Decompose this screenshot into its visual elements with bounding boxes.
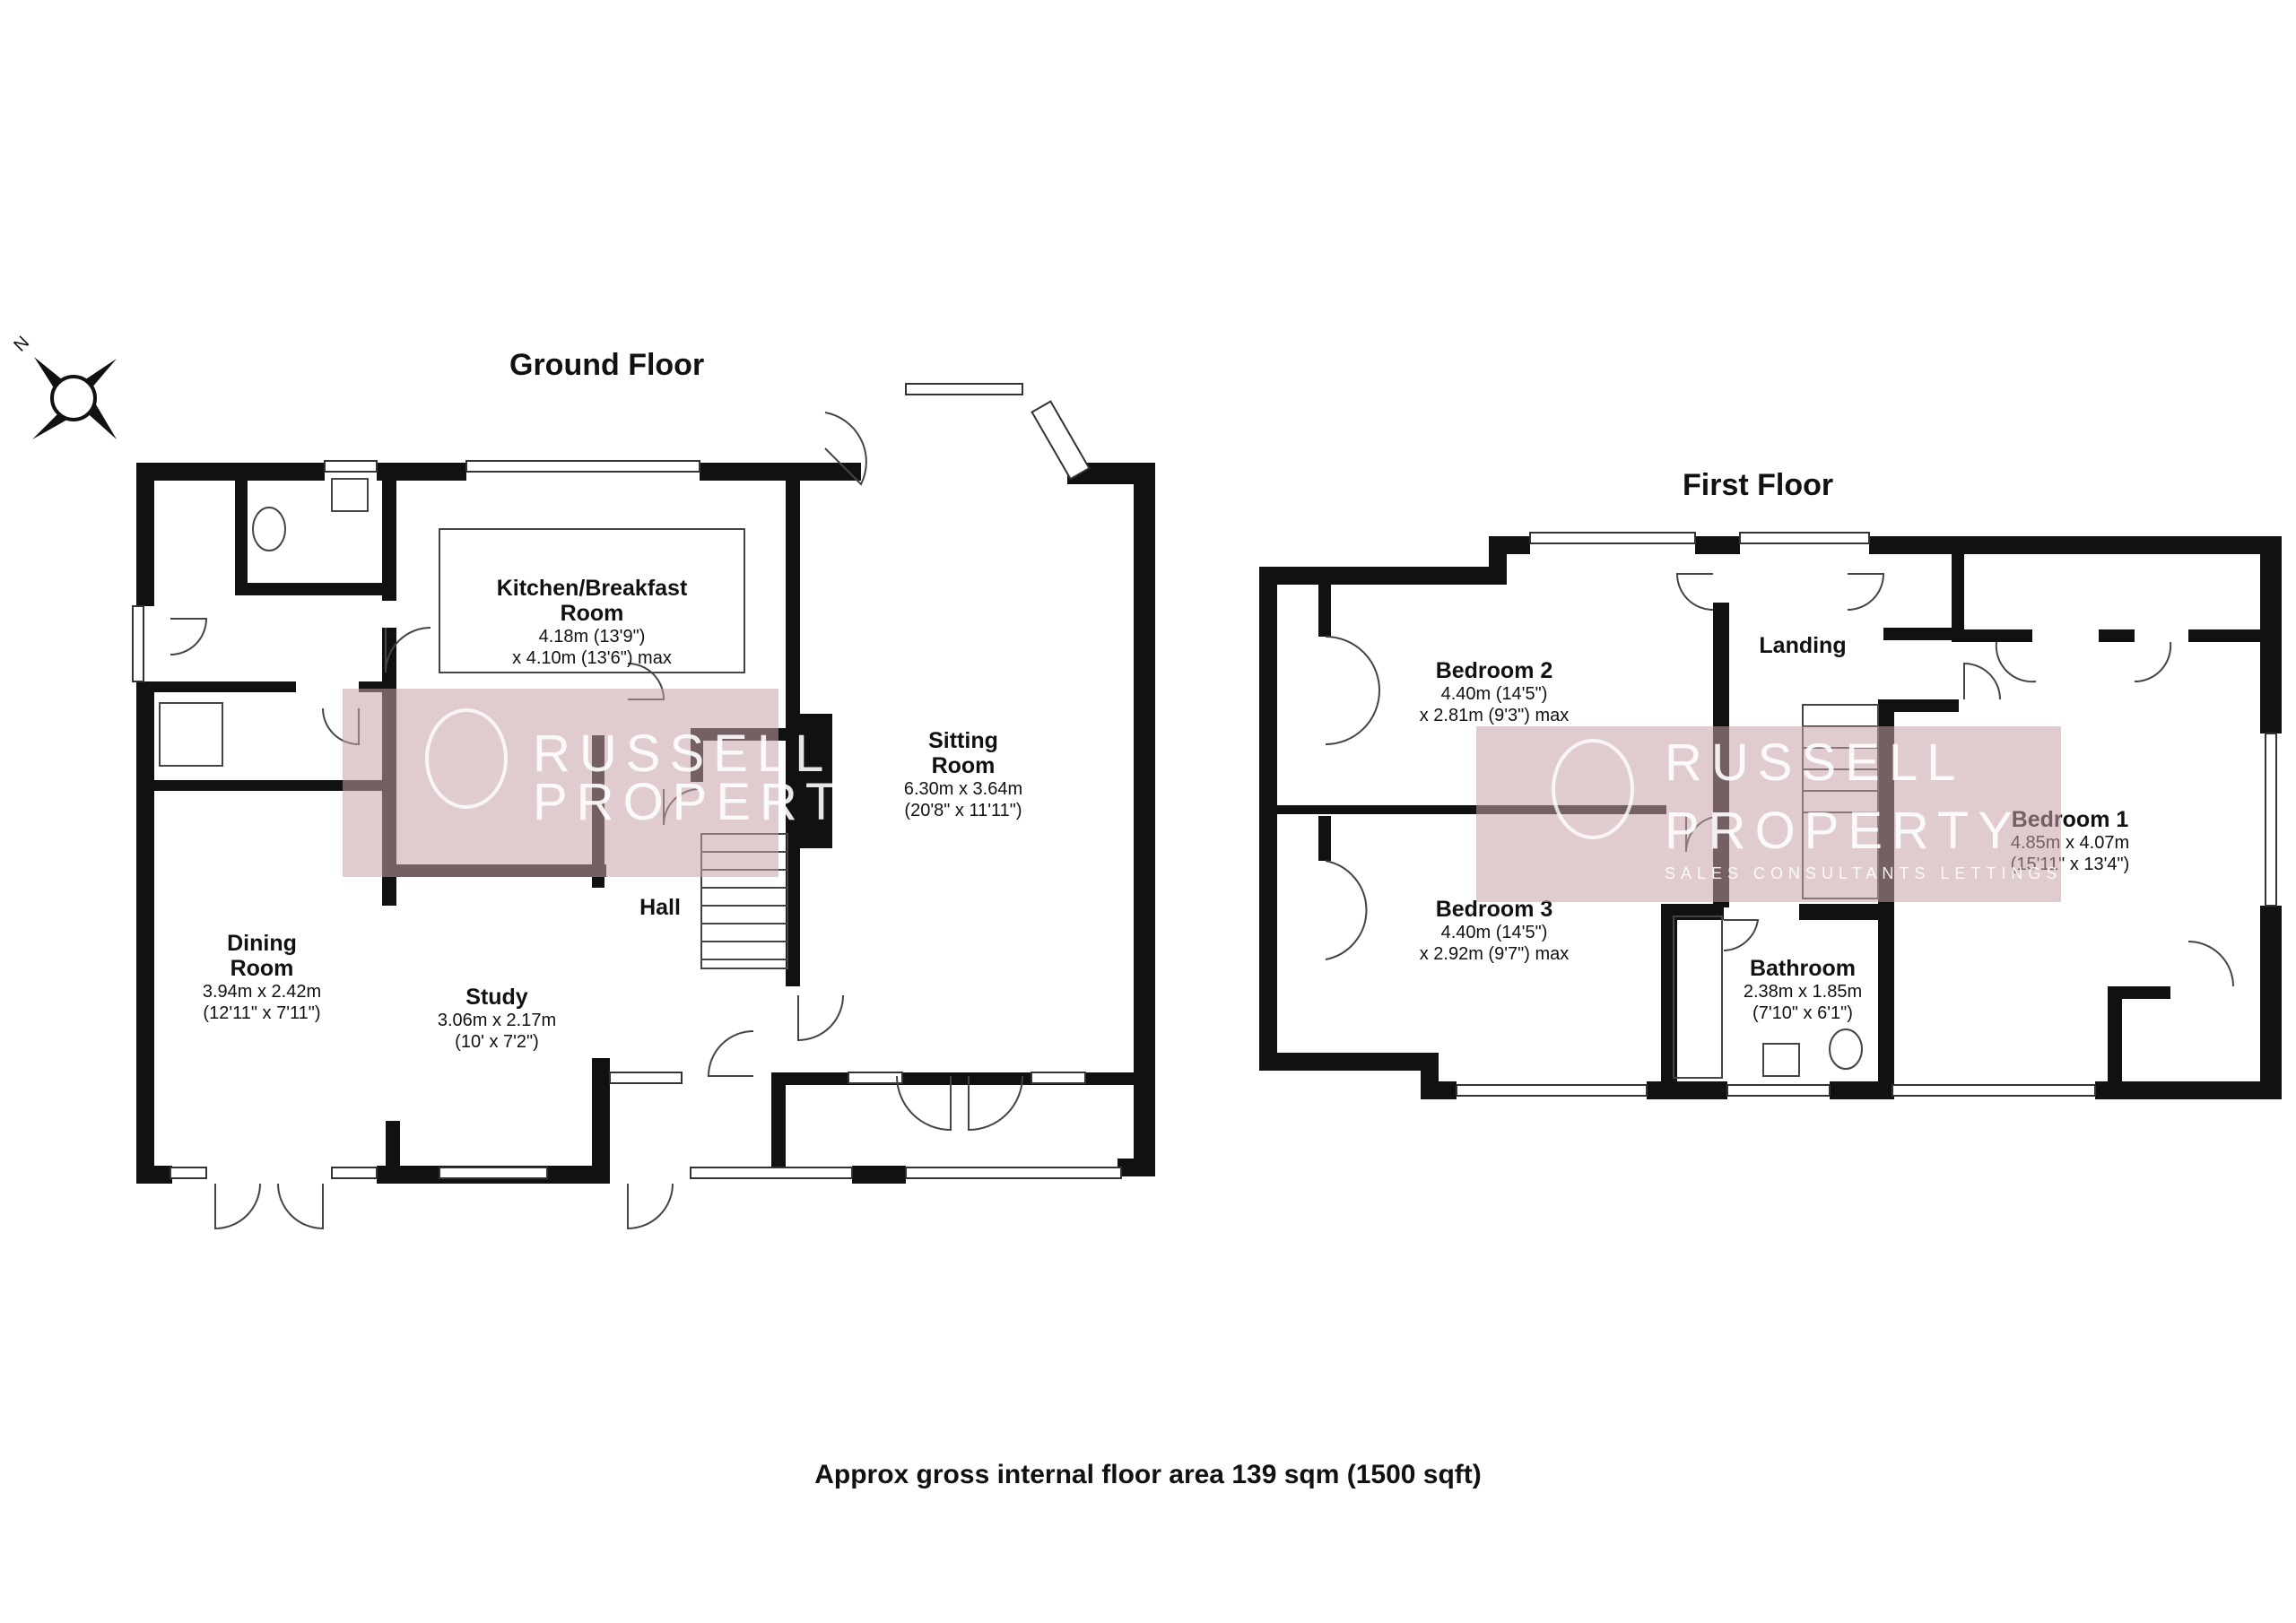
ground-floor-fixtures (159, 478, 745, 767)
bathroom-dim-1: 2.38m x 1.85m (1744, 982, 1862, 1002)
sitting-name-1: Sitting (928, 728, 998, 753)
sitting-dim-2: (20'8" x 11'11") (904, 801, 1022, 820)
room-bedroom-3: Bedroom 3 4.40m (14'5") x 2.92m (9'7") m… (1420, 897, 1570, 964)
dining-name-2: Room (230, 956, 294, 981)
dining-dim-2: (12'11" x 7'11") (203, 1003, 320, 1023)
bathroom-dim-2: (7'10" x 6'1") (1752, 1003, 1853, 1023)
room-bedroom-2: Bedroom 2 4.40m (14'5") x 2.81m (9'3") m… (1420, 658, 1570, 725)
floor-area-text: Approx gross internal floor area 139 sqm… (814, 1460, 1482, 1489)
study-dim-1: 3.06m x 2.17m (438, 1011, 556, 1030)
room-bathroom: Bathroom 2.38m x 1.85m (7'10" x 6'1") (1744, 956, 1862, 1023)
first-floor-windows (1456, 532, 2277, 1097)
watermark-first-tagline: SALES CONSULTANTS LETTINGS (1665, 864, 2062, 882)
room-dining: Dining Room 3.94m x 2.42m (12'11" x 7'11… (203, 931, 321, 1023)
bedroom2-name: Bedroom 2 (1436, 658, 1553, 683)
bathroom-name: Bathroom (1750, 956, 1856, 981)
watermark-ground: RUSSELL PROPERTY (343, 689, 890, 877)
ground-floor-doors (170, 412, 1023, 1230)
bedroom3-dim-2: x 2.92m (9'7") max (1420, 944, 1570, 964)
first-floor-fixtures (1673, 916, 1863, 1079)
kitchen-dim-2: x 4.10m (13'6") max (512, 648, 672, 668)
room-hall: Hall (639, 895, 681, 920)
watermark-ground-line-2: PROPERTY (533, 773, 890, 831)
watermark-first: RUSSELL PROPERTY SALES CONSULTANTS LETTI… (1476, 726, 2062, 902)
bedroom2-dim-1: 4.40m (14'5") (1441, 684, 1548, 704)
first-floor-title: First Floor (1683, 468, 1833, 502)
room-sitting: Sitting Room 6.30m x 3.64m (20'8" x 11'1… (904, 728, 1022, 820)
dining-name-1: Dining (227, 931, 297, 956)
dining-dim-1: 3.94m x 2.42m (203, 982, 321, 1002)
first-floor-walls (1259, 536, 2282, 1099)
first-floor-doors (1325, 573, 2234, 987)
ground-floor-windows (132, 383, 1122, 1179)
watermark-first-line-2: PROPERTY (1665, 802, 2022, 860)
bedroom2-dim-2: x 2.81m (9'3") max (1420, 706, 1570, 725)
room-kitchen: Kitchen/Breakfast Room 4.18m (13'9") x 4… (497, 576, 688, 668)
watermark-first-line-1: RUSSELL (1665, 733, 1964, 792)
kitchen-name-2: Room (561, 601, 624, 626)
hall-name: Hall (639, 895, 681, 920)
room-study: Study 3.06m x 2.17m (10' x 7'2") (438, 985, 556, 1052)
landing-name: Landing (1759, 633, 1846, 658)
study-name: Study (465, 985, 528, 1010)
kitchen-dim-1: 4.18m (13'9") (539, 627, 646, 647)
ground-floor-title: Ground Floor (509, 348, 704, 382)
room-landing: Landing (1759, 633, 1846, 658)
ground-floor-walls (136, 463, 1155, 1184)
study-dim-2: (10' x 7'2") (455, 1032, 539, 1052)
sitting-dim-1: 6.30m x 3.64m (904, 779, 1022, 799)
bedroom3-dim-1: 4.40m (14'5") (1441, 923, 1548, 942)
watermark-ground-line-1: RUSSELL (533, 725, 832, 783)
compass-icon: N (10, 333, 117, 439)
compass-north-label: N (10, 333, 33, 356)
kitchen-name-1: Kitchen/Breakfast (497, 576, 688, 601)
sitting-name-2: Room (932, 753, 996, 778)
